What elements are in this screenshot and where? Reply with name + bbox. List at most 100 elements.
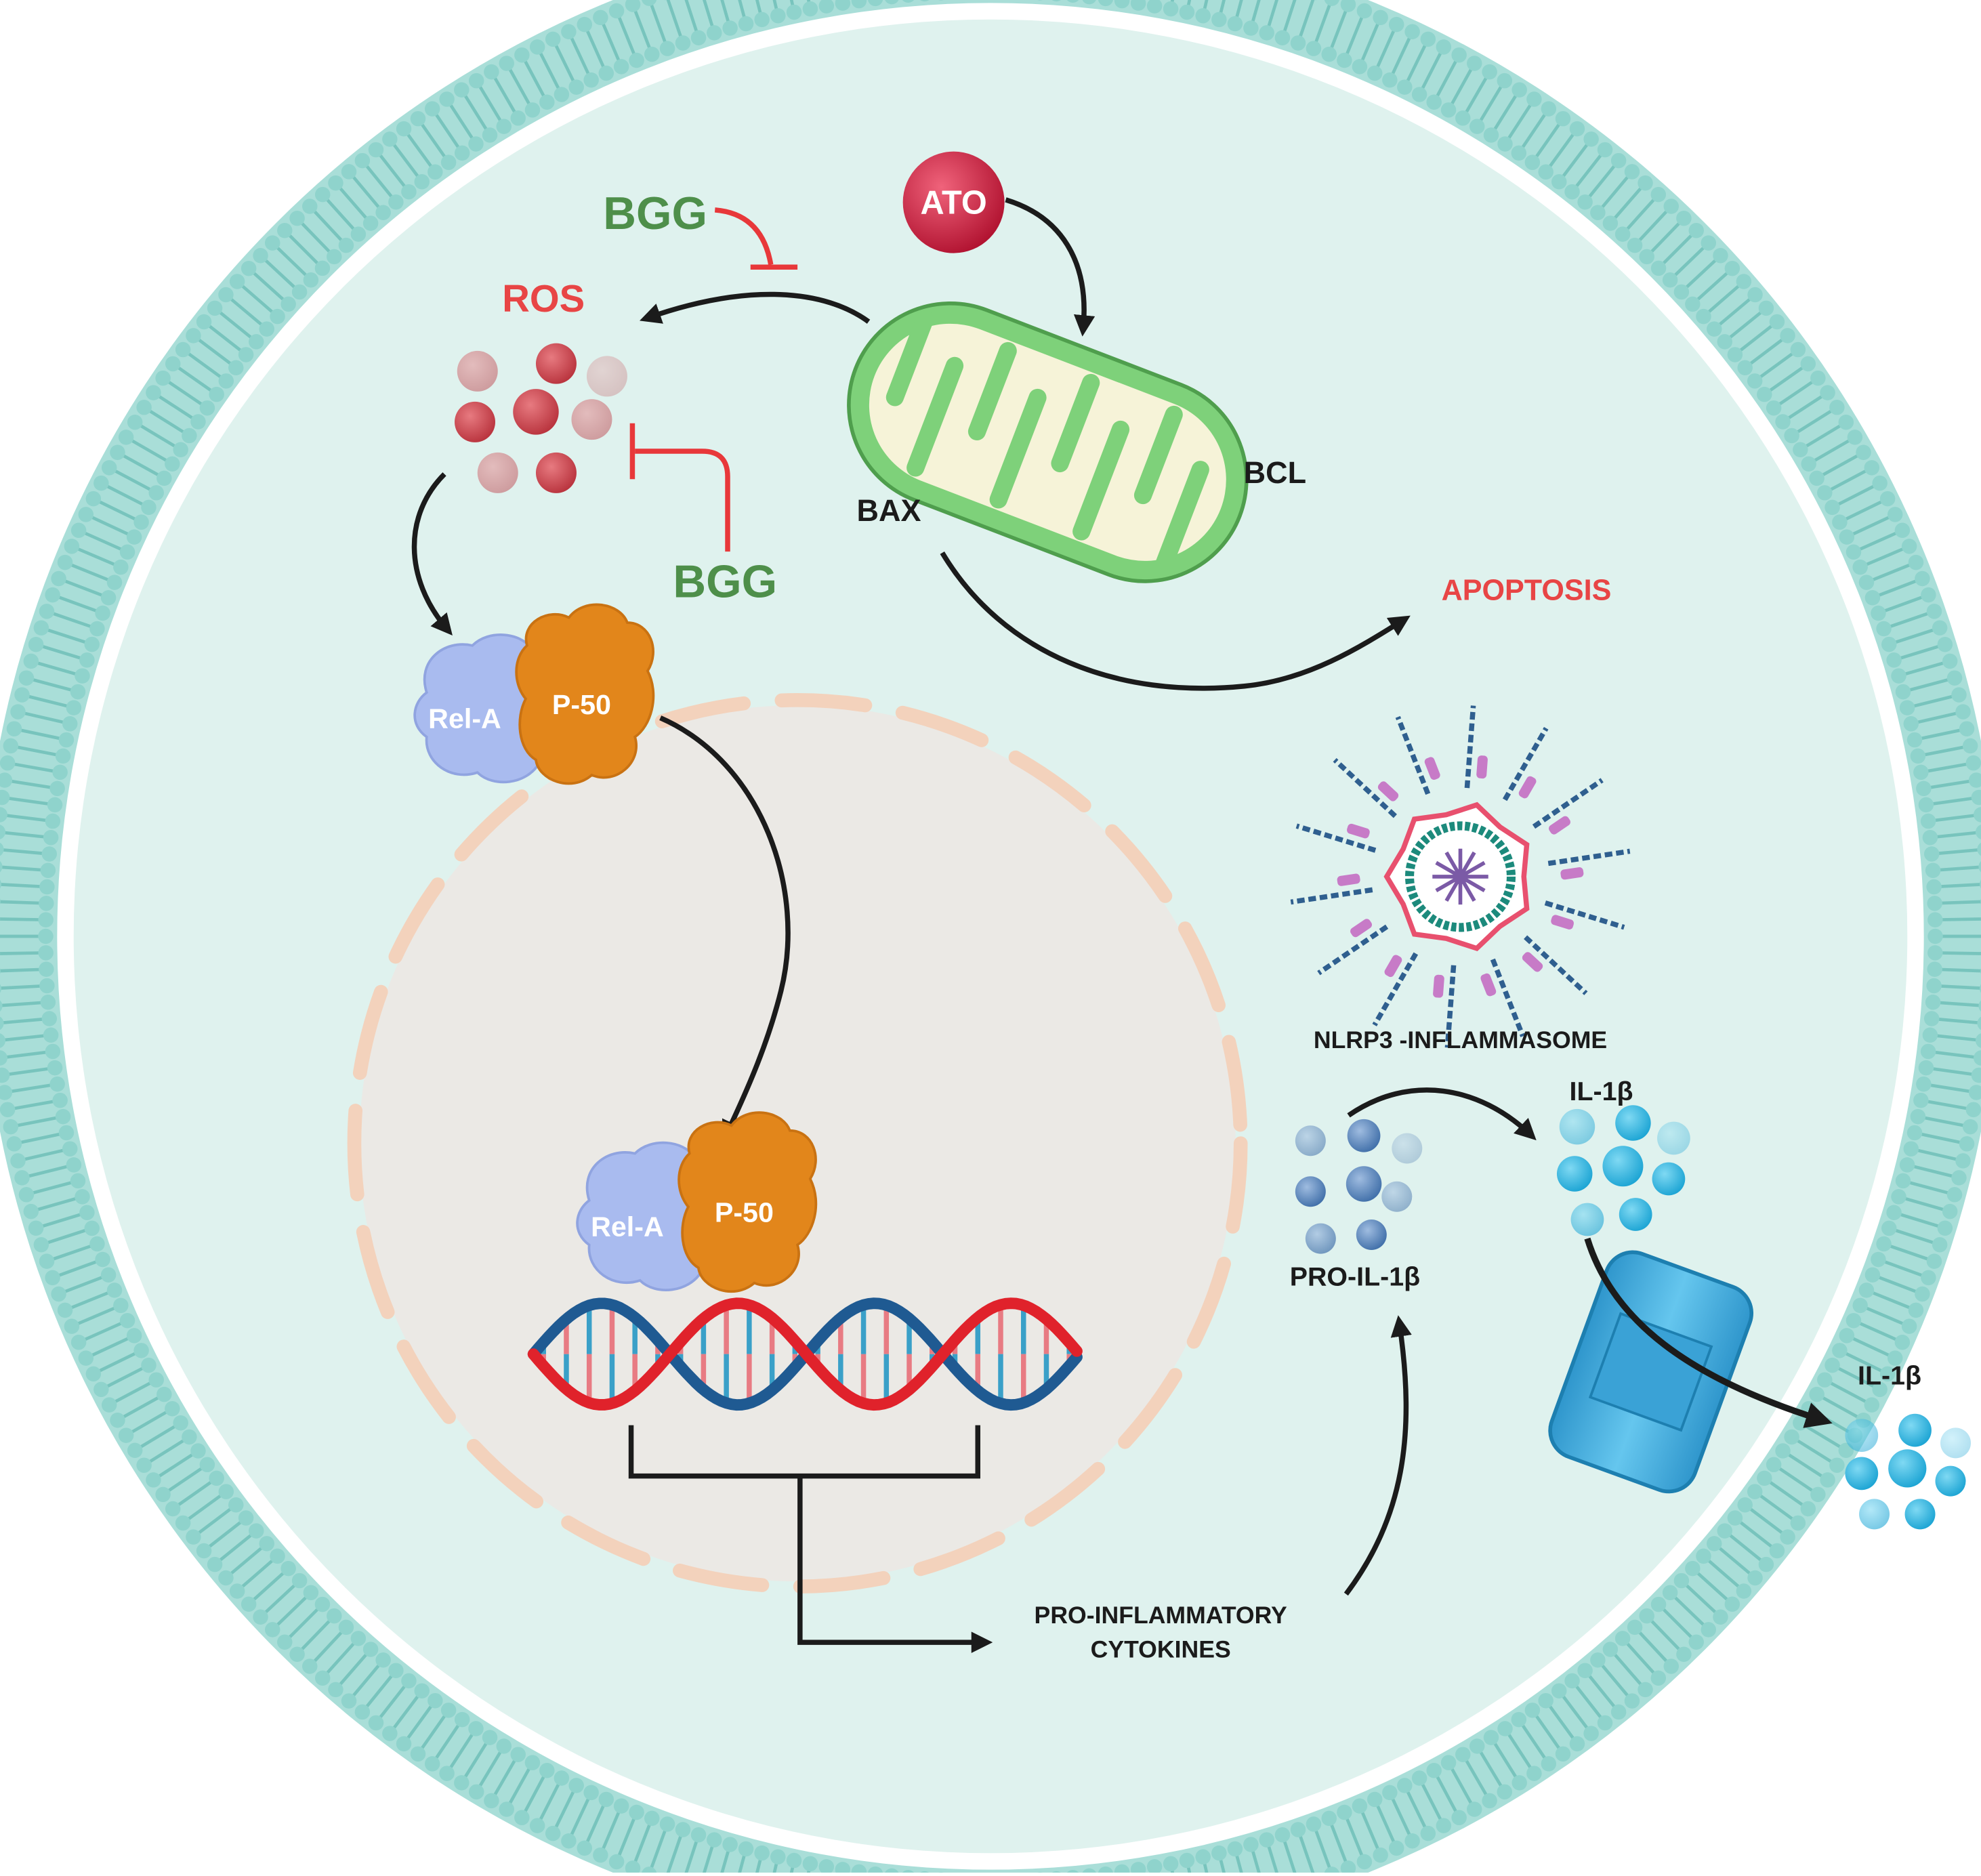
lipid-head: [270, 1549, 285, 1564]
lipid-head: [754, 1846, 769, 1860]
lipid-head: [499, 56, 514, 70]
lipid-head: [51, 1287, 66, 1301]
lipid-head: [415, 174, 430, 189]
lipid-head: [1651, 261, 1666, 276]
lipid-head: [1615, 1631, 1630, 1646]
lipid-head: [499, 1801, 514, 1816]
lipid-head: [1639, 1608, 1654, 1623]
lipid-head: [265, 235, 280, 250]
lipid-head: [660, 1816, 675, 1831]
lipid-head: [110, 445, 125, 460]
lipid-head: [270, 309, 285, 324]
lipid-head: [787, 1853, 801, 1868]
lipid-head: [341, 164, 356, 179]
lipid-head: [1876, 1236, 1891, 1251]
lipid-head: [58, 1303, 72, 1318]
il1b-label-inner: IL-1β: [1570, 1077, 1633, 1106]
lipid-head: [1896, 684, 1911, 699]
lipid-head: [1367, 66, 1382, 81]
lipid-head: [1916, 781, 1931, 796]
lipid-head: [803, 1856, 818, 1871]
lipid-head: [675, 35, 690, 50]
lipid-head: [1865, 1268, 1880, 1283]
lipid-head: [230, 1583, 245, 1598]
pro-inflammatory-label-line1: PRO-INFLAMMATORY: [1035, 1602, 1287, 1629]
lipid-head: [175, 1516, 190, 1530]
lipid-head: [79, 1205, 94, 1220]
lipid-head: [71, 1335, 86, 1350]
lipid-head: [1871, 1252, 1885, 1267]
lipid-head: [328, 1682, 343, 1697]
lipid-head: [127, 1328, 142, 1343]
lipid-head: [722, 1837, 737, 1852]
particle: [536, 343, 577, 384]
lipid-head: [1766, 1457, 1781, 1472]
lipid-head: [1820, 385, 1835, 400]
lipid-head: [339, 238, 354, 253]
lipid-head: [14, 687, 29, 702]
lipid-head: [1525, 154, 1540, 169]
lipid-head: [660, 41, 675, 56]
lipid-head: [1801, 356, 1816, 371]
particle: [536, 453, 577, 493]
lipid-head: [614, 59, 629, 74]
apoptosis-label: APOPTOSIS: [1442, 574, 1612, 606]
ato-label: ATO: [920, 184, 986, 221]
lipid-head: [539, 1763, 554, 1778]
inflammasome-domain: [1433, 974, 1445, 998]
lipid-head: [1707, 321, 1722, 336]
lipid-head: [1923, 830, 1938, 845]
lipid-head: [375, 1652, 390, 1667]
rela-label-cytoplasm: Rel-A: [428, 703, 501, 734]
lipid-head: [1674, 285, 1689, 299]
lipid-head: [1963, 738, 1978, 753]
lipid-head: [146, 385, 161, 400]
lipid-head: [52, 765, 67, 780]
lipid-head: [1603, 1642, 1618, 1656]
lipid-head: [64, 1318, 79, 1333]
lipid-head: [302, 1659, 317, 1673]
particle: [1845, 1419, 1878, 1452]
lipid-head: [455, 1712, 470, 1727]
lipid-head: [38, 929, 53, 944]
lipid-head: [1747, 1570, 1762, 1585]
lipid-head: [1497, 136, 1512, 151]
lipid-head: [351, 1631, 366, 1646]
lipid-head: [1839, 415, 1854, 430]
p50-label-cytoplasm: P-50: [552, 689, 611, 720]
lipid-head: [539, 94, 554, 109]
lipid-head: [277, 1634, 292, 1649]
lipid-head: [1963, 1119, 1978, 1134]
lipid-head: [1243, 1837, 1258, 1852]
particle: [1619, 1198, 1652, 1231]
lipid-head: [1780, 328, 1795, 343]
lipid-head: [1942, 654, 1957, 669]
lipid-head: [1891, 1189, 1906, 1204]
particle: [1356, 1220, 1387, 1250]
lipid-head: [1497, 1721, 1512, 1736]
lipid-head: [1598, 142, 1612, 157]
lipid-head: [1913, 765, 1928, 780]
particle: [1295, 1125, 1326, 1156]
lipid-head: [1526, 1766, 1541, 1780]
lipid-head: [530, 1818, 545, 1833]
lipid-head: [165, 1501, 180, 1516]
lipid-head: [1511, 82, 1526, 97]
lipid-head: [441, 154, 456, 169]
lipid-tail: [1, 986, 39, 988]
bgg-label-top: BGG: [603, 188, 707, 239]
lipid-head: [1611, 1705, 1626, 1719]
lipid-head: [127, 529, 142, 544]
lipid-head: [469, 73, 484, 88]
lipid-head: [1357, 1854, 1372, 1869]
lipid-head: [59, 1125, 74, 1140]
bax-label: BAX: [857, 493, 921, 528]
lipid-head: [1927, 896, 1942, 911]
lipid-head: [1556, 1747, 1570, 1762]
lipid-head: [79, 652, 94, 667]
lipid-head: [1924, 846, 1939, 861]
lipid-head: [1615, 226, 1630, 241]
lipid-head: [1426, 1763, 1441, 1778]
lipid-head: [70, 684, 85, 699]
